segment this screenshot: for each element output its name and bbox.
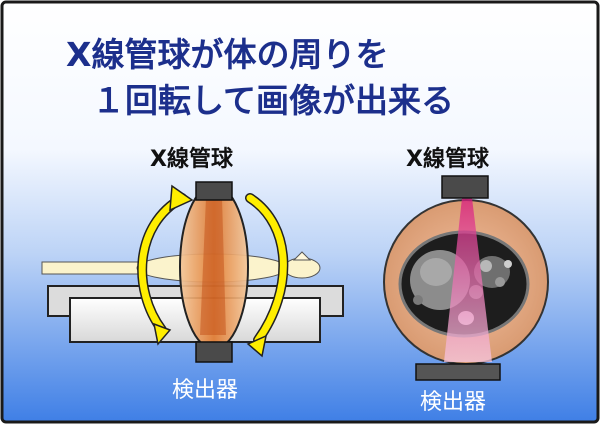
right-ct-diagram: X線管球 検出器: [383, 146, 549, 415]
title-line-2: １回転して画像が出来る: [92, 81, 454, 120]
rotation-arrows: [137, 193, 289, 345]
arrowhead-top: [169, 184, 194, 212]
patient-legs: [41, 261, 153, 275]
xray-beam-fan: [444, 198, 492, 362]
left-ct-diagram: X線管球 検出器: [41, 146, 344, 403]
left-detector: [195, 341, 233, 363]
right-detector: [415, 363, 501, 381]
right-tube-label: X線管球: [406, 146, 490, 172]
right-xray-tube: [441, 175, 489, 199]
left-detector-label: 検出器: [172, 378, 238, 403]
title-line-1: X線管球が体の周りを: [66, 35, 388, 74]
left-xray-tube: [195, 181, 233, 201]
xray-beam-left: [200, 198, 226, 335]
patient-head: [283, 257, 321, 279]
arrowhead-bottom: [246, 334, 268, 358]
patient-nose: [292, 251, 312, 261]
right-detector-label: 検出器: [420, 390, 486, 415]
arrowhead-left-low: [152, 322, 172, 346]
left-tube-label: X線管球: [150, 146, 234, 172]
